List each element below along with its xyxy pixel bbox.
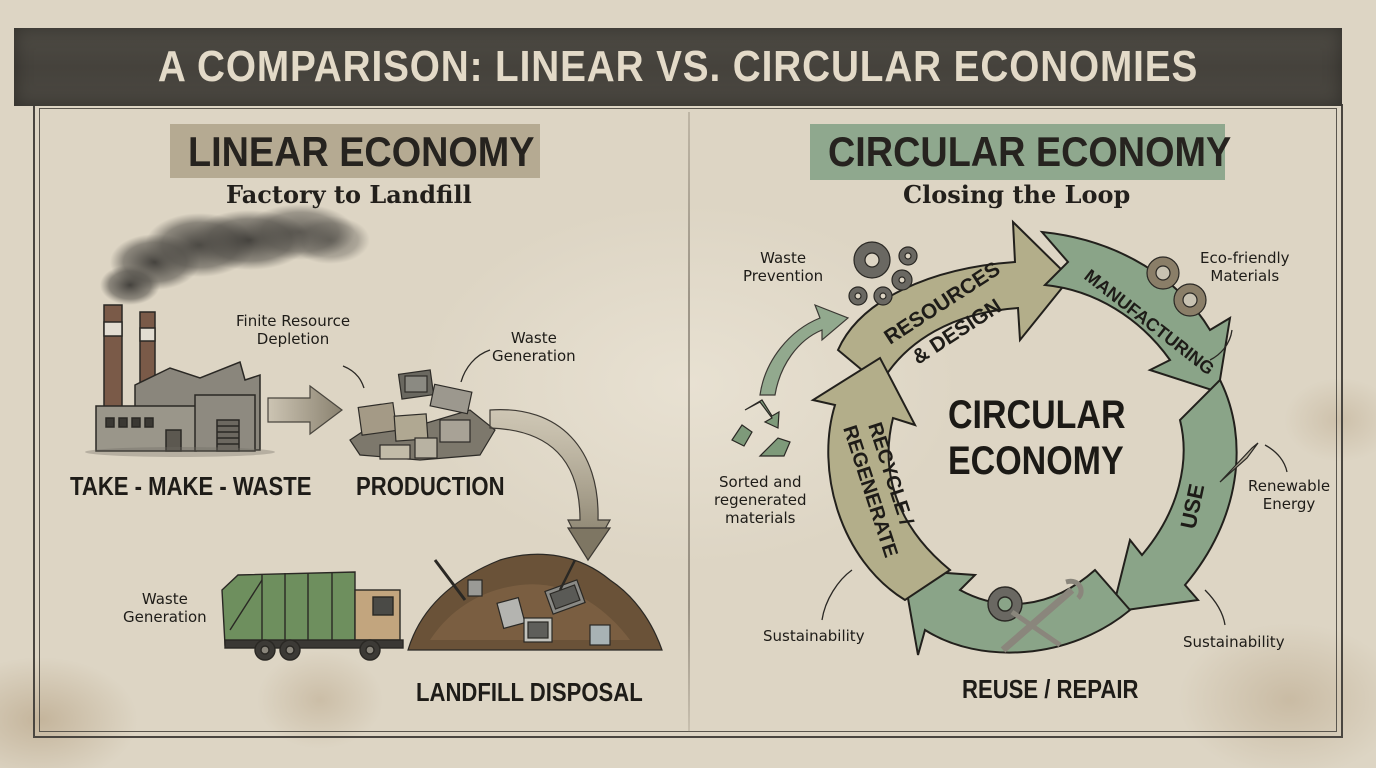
- recycle-icon: [731, 399, 791, 457]
- take-make-waste-label: TAKE - MAKE - WASTE: [70, 471, 312, 501]
- cycle-arrow-use: [1110, 378, 1238, 614]
- circular-economy-heading: CIRCULAR ECONOMY: [810, 124, 1231, 180]
- wrench-gear-icon: [987, 578, 1084, 653]
- eco-friendly-materials-note: Eco-friendly Materials: [1200, 249, 1290, 285]
- sorted-materials-note: Sorted and regenerated materials: [714, 473, 807, 527]
- circular-subtitle: Closing the Loop: [903, 180, 1131, 209]
- garbage-truck-icon: [221, 571, 404, 661]
- sustainability-note-right: Sustainability: [1183, 633, 1285, 651]
- title-banner: A COMPARISON: LINEAR VS. CIRCULAR ECONOM…: [14, 28, 1342, 106]
- downward-arrow-head-icon: [566, 527, 612, 562]
- page-title: A COMPARISON: LINEAR VS. CIRCULAR ECONOM…: [157, 42, 1199, 91]
- linear-heading-text: LINEAR ECONOMY: [188, 128, 535, 175]
- factory-icon: [85, 304, 275, 457]
- wind-turbine-icon: [1219, 442, 1259, 483]
- landfill-disposal-label: LANDFILL DISPOSAL: [416, 677, 643, 707]
- landfill-icon: [407, 553, 663, 651]
- product-pile-icon: [349, 369, 496, 461]
- feedback-arrow-icon: [759, 303, 850, 396]
- cycle-arrow-recycle-regenerate: [810, 356, 952, 602]
- production-label: PRODUCTION: [356, 471, 505, 501]
- finite-resource-note: Finite Resource Depletion: [236, 312, 351, 348]
- renewable-energy-note: Renewable Energy: [1248, 477, 1331, 513]
- circular-heading-text: CIRCULAR ECONOMY: [828, 128, 1232, 175]
- linear-economy-heading: LINEAR ECONOMY: [170, 124, 540, 178]
- waste-prevention-note: Waste Prevention: [743, 249, 824, 285]
- linear-subtitle: Factory to Landfill: [226, 180, 472, 209]
- waste-generation-note-truck: Waste Generation: [123, 590, 207, 626]
- sustainability-note-left: Sustainability: [763, 627, 865, 645]
- gears-icon: [848, 241, 918, 306]
- section-divider: [688, 112, 690, 732]
- waste-generation-note-top: Waste Generation: [492, 329, 576, 365]
- reuse-repair-label: REUSE / REPAIR: [962, 674, 1139, 704]
- manufacturing-gears-icon: [1146, 256, 1207, 317]
- flow-arrow-icon: [267, 384, 343, 436]
- circular-center-title: CIRCULAR ECONOMY: [948, 393, 1126, 483]
- smoke-cloud-icon: [100, 204, 370, 305]
